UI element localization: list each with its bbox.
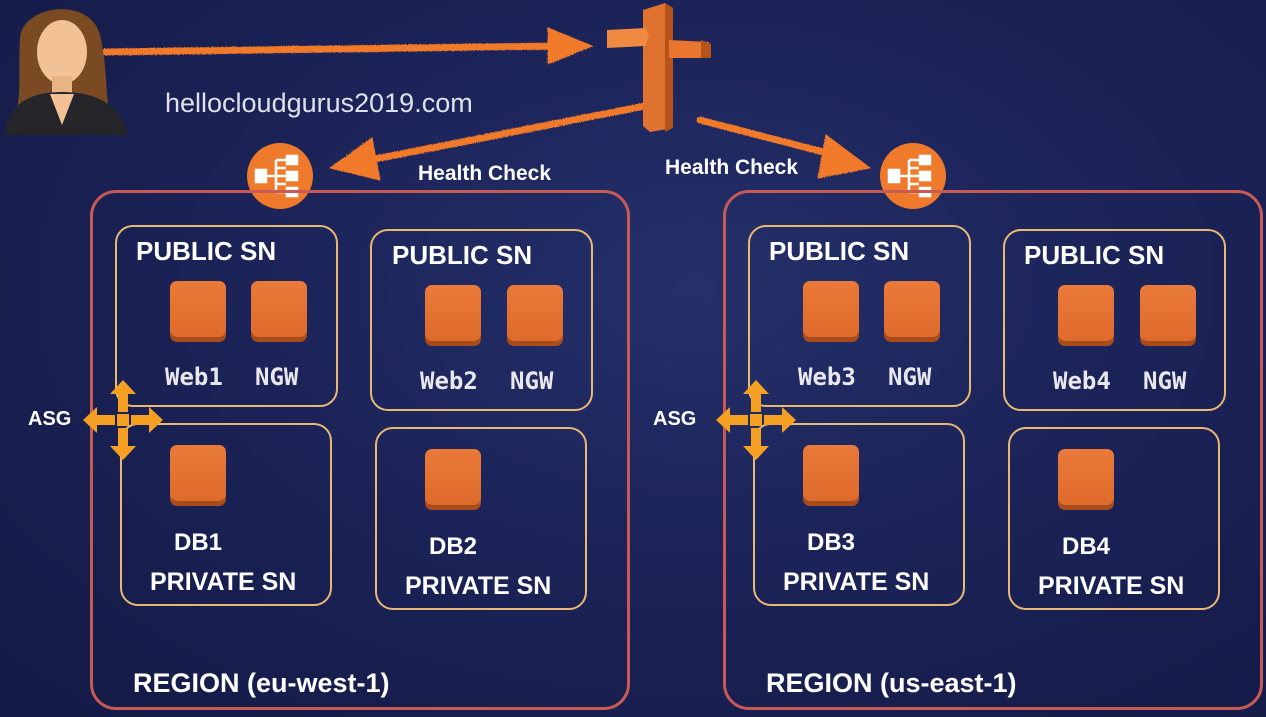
asg-label: ASG: [653, 408, 697, 430]
region-eu-west-1: [90, 190, 630, 710]
asg-label: ASG: [28, 408, 72, 430]
private-subnet-title: PRIVATE SN: [405, 572, 552, 600]
private-subnet: [375, 427, 587, 610]
health-check-label-left: Health Check: [418, 162, 552, 185]
health-check-label-right: Health Check: [665, 156, 799, 179]
public-subnet: [370, 229, 593, 411]
region-title: REGION (us-east-1): [766, 668, 1017, 698]
region-title: REGION (eu-west-1): [133, 668, 390, 698]
instance-label: Web4: [1053, 367, 1111, 395]
ec2-instance-icon: [884, 281, 940, 337]
public-subnet: [748, 225, 971, 407]
domain-name-label: hellocloudgurus2019.com: [165, 88, 473, 118]
public-subnet: [115, 225, 338, 407]
ec2-instance-icon: [251, 281, 307, 337]
user-avatar-icon: [5, 9, 128, 135]
asg-arrows-icon: [83, 380, 163, 460]
arrow-user-to-dns-head: [547, 27, 594, 65]
ec2-instance-icon: [425, 449, 481, 505]
instance-label: DB2: [429, 533, 478, 560]
private-subnet-title: PRIVATE SN: [1038, 572, 1185, 600]
public-subnet-title: PUBLIC SN: [769, 236, 910, 266]
ec2-instance-icon: [803, 281, 859, 337]
arrow-dns-to-left-elb: [366, 101, 654, 164]
instance-label: Web2: [420, 367, 478, 395]
arrow-dns-to-right-elb-head: [817, 134, 872, 179]
instance-label: Web1: [165, 363, 223, 391]
ec2-instance-icon: [425, 285, 481, 341]
ec2-instance-icon: [1058, 285, 1114, 341]
ec2-instance-icon: [803, 445, 859, 501]
instance-label: NGW: [1143, 367, 1187, 395]
ec2-instance-icon: [170, 281, 226, 337]
region-us-east-1: [723, 190, 1263, 710]
ec2-instance-icon: [507, 285, 563, 341]
instance-label: DB4: [1062, 533, 1111, 560]
public-subnet-title: PUBLIC SN: [136, 236, 277, 266]
asg-arrows-icon: [716, 380, 796, 460]
private-subnet-title: PRIVATE SN: [783, 568, 930, 596]
ec2-instance-icon: [170, 445, 226, 501]
ec2-instance-icon: [1140, 285, 1196, 341]
instance-label: DB3: [807, 529, 856, 556]
arrow-user-to-dns: [101, 42, 564, 56]
arrow-dns-to-left-elb-head: [328, 137, 381, 181]
instance-label: NGW: [255, 363, 299, 391]
public-subnet: [1003, 229, 1226, 411]
instance-label: NGW: [888, 363, 932, 391]
public-subnet-title: PUBLIC SN: [392, 240, 533, 270]
public-subnet-title: PUBLIC SN: [1024, 240, 1165, 270]
ec2-instance-icon: [1058, 449, 1114, 505]
private-subnet: [1008, 427, 1220, 610]
instance-label: DB1: [174, 529, 223, 556]
private-subnet: [120, 423, 332, 606]
private-subnet-title: PRIVATE SN: [150, 568, 297, 596]
instance-label: NGW: [510, 367, 554, 395]
route53-signpost-icon: [607, 3, 711, 132]
instance-label: Web3: [798, 363, 856, 391]
private-subnet: [753, 423, 965, 606]
arrow-dns-to-right-elb: [696, 116, 839, 159]
